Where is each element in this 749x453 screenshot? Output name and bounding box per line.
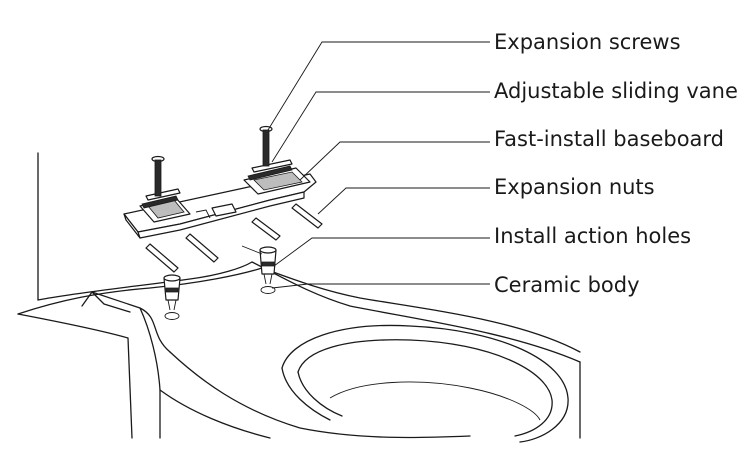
fast-install-baseboard-drawing xyxy=(123,159,317,239)
expansion-nut-left xyxy=(163,274,181,311)
label-expansion-nuts: Expansion nuts xyxy=(494,175,655,199)
label-adjustable-sliding-vane: Adjustable sliding vane xyxy=(494,79,738,103)
ceramic-body-drawing xyxy=(17,152,581,443)
label-fast-install-baseboard: Fast-install baseboard xyxy=(494,127,724,151)
expansion-screw-right xyxy=(259,125,273,167)
expansion-screw-left xyxy=(151,155,165,197)
install-hole-right xyxy=(260,286,276,294)
label-install-action-holes: Install action holes xyxy=(494,224,691,248)
sliding-vanes xyxy=(145,203,323,273)
label-ceramic-body: Ceramic body xyxy=(494,273,640,297)
leader-lines xyxy=(267,41,490,289)
label-expansion-screws: Expansion screws xyxy=(494,30,681,54)
install-hole-left xyxy=(164,312,180,320)
expansion-nut-right xyxy=(259,246,277,285)
